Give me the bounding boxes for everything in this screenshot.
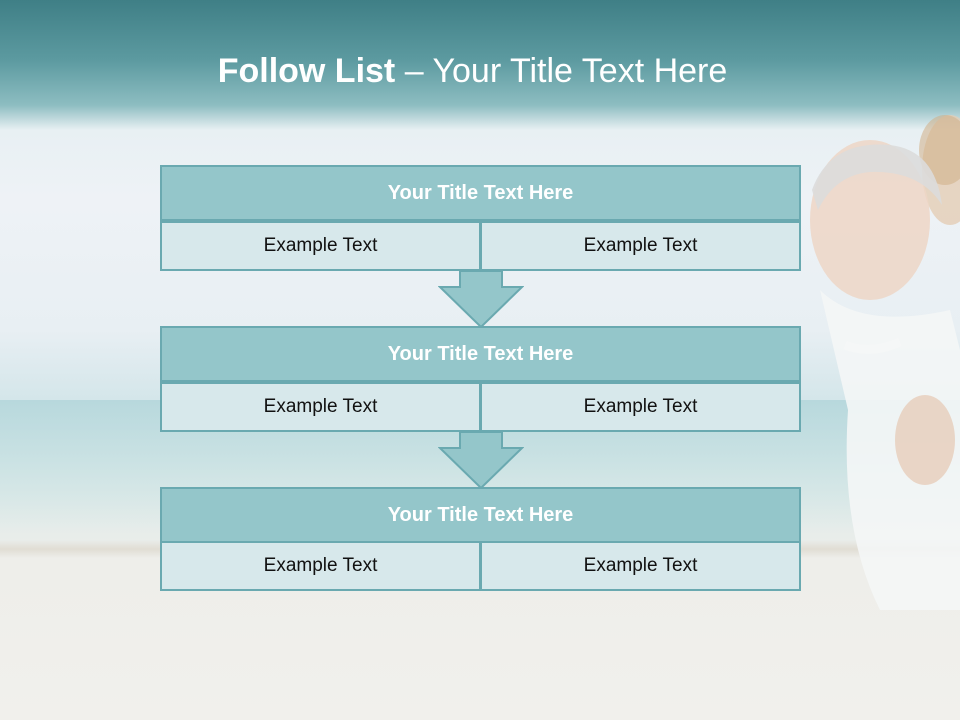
slide-title-rest: – Your Title Text Here [395,52,728,90]
down-arrow-icon [438,270,524,329]
step-2-left-cell: Example Text [160,382,481,432]
step-2-title: Your Title Text Here [160,326,801,382]
step-2-right-cell: Example Text [480,382,801,432]
step-3-right-cell: Example Text [480,541,801,591]
step-1-right-cell: Example Text [480,221,801,271]
step-3-left-cell: Example Text [160,541,481,591]
down-arrow-icon [438,431,524,490]
step-3-title: Your Title Text Here [160,487,801,543]
step-1-left-cell: Example Text [160,221,481,271]
slide-title: Follow List – Your Title Text Here [0,52,945,91]
couple-photo [810,115,960,610]
slide-title-bold: Follow List [217,52,396,90]
step-1-title: Your Title Text Here [160,165,801,221]
